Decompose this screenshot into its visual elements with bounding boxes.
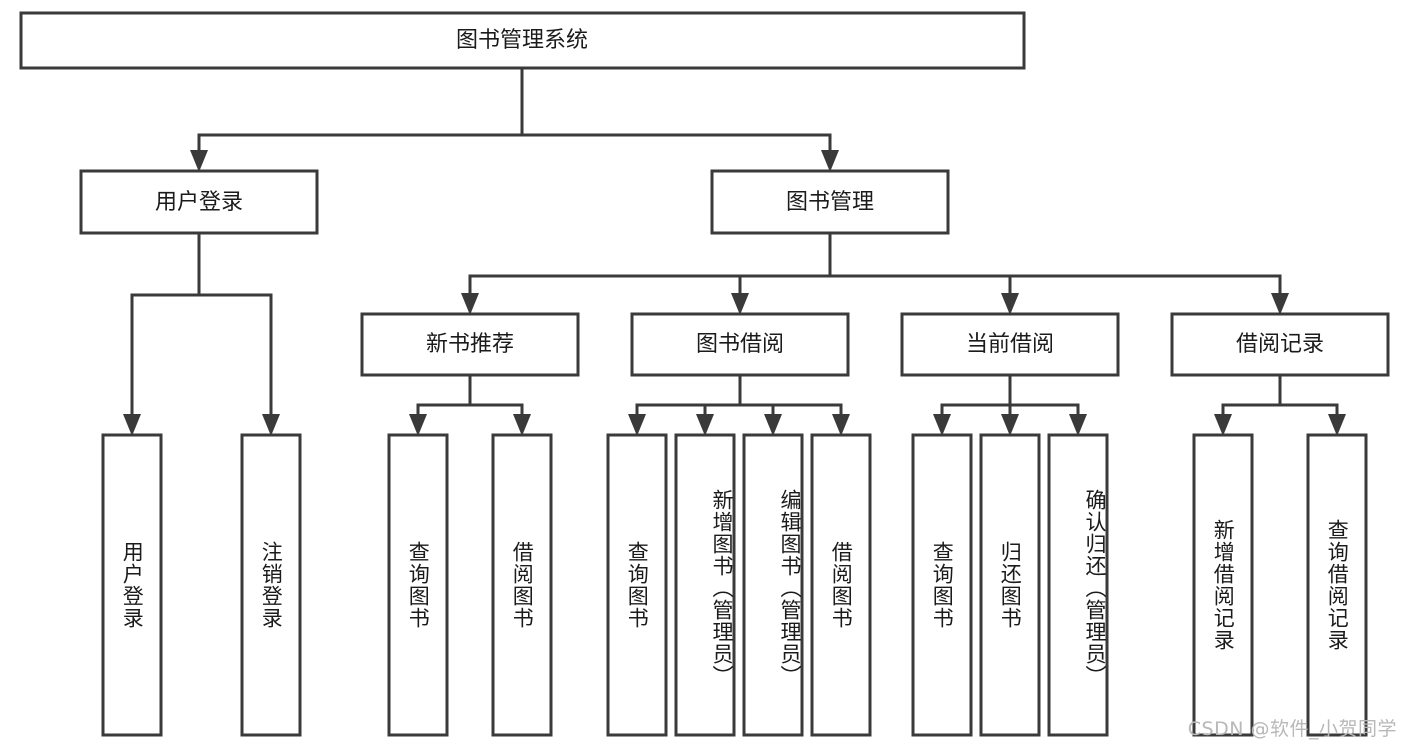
arrow-to-book-borrow-icon [731, 293, 749, 315]
arrow-leaf-current-borrow-3-icon [1069, 414, 1087, 436]
arrow-to-new-book-icon [461, 293, 479, 315]
leaf-user-login-1[interactable] [101, 433, 163, 737]
node-book-manage[interactable]: 图书管理 [710, 169, 950, 235]
leaf-borrow-record-2-box[interactable] [1306, 433, 1368, 737]
node-book-manage-box[interactable] [710, 169, 950, 235]
arrow-leaf-book-borrow-2-icon [696, 414, 714, 436]
node-borrow-record-box[interactable] [1170, 312, 1390, 377]
node-book-borrow-label: 图书借阅 [696, 332, 784, 357]
arrow-to-current-borrow-icon [1001, 293, 1019, 315]
leaf-current-borrow-3[interactable] [1047, 433, 1109, 737]
node-root-label: 图书管理系统 [456, 28, 588, 53]
leaf-book-borrow-4[interactable] [810, 433, 872, 737]
node-current-borrow-box[interactable] [900, 312, 1120, 377]
leaf-book-borrow-2[interactable] [674, 433, 736, 737]
leaf-new-book-1[interactable] [387, 433, 449, 737]
arrow-leaf-user-login-1-icon [123, 414, 141, 436]
arrow-to-book-manage-icon [821, 150, 839, 172]
leaf-book-borrow-4-box[interactable] [810, 433, 872, 737]
leaf-book-borrow-3-box[interactable] [742, 433, 804, 737]
leaf-user-login-2-box[interactable] [240, 433, 302, 737]
arrow-leaf-book-borrow-4-icon [832, 414, 850, 436]
leaf-current-borrow-2[interactable] [979, 433, 1041, 737]
leaf-current-borrow-3-box[interactable] [1047, 433, 1109, 737]
leaf-book-borrow-1[interactable] [606, 433, 668, 737]
node-new-book-recommend-box[interactable] [360, 312, 580, 377]
arrow-to-user-login-icon [190, 150, 208, 172]
node-borrow-record-label: 借阅记录 [1236, 332, 1324, 357]
arrow-leaf-book-borrow-1-icon [628, 414, 646, 436]
connector-layer [123, 66, 1346, 436]
csdn-watermark: CSDN @软件_小贺同学 [1187, 718, 1397, 740]
node-borrow-record[interactable]: 借阅记录 [1170, 312, 1390, 377]
arrow-to-borrow-record-icon [1271, 293, 1289, 315]
leaf-book-borrow-1-box[interactable] [606, 433, 668, 737]
arrow-leaf-current-borrow-2-icon [1001, 414, 1019, 436]
leaf-user-login-1-box[interactable] [101, 433, 163, 737]
arrow-leaf-book-borrow-3-icon [764, 414, 782, 436]
arrow-leaf-current-borrow-1-icon [933, 414, 951, 436]
node-current-borrow[interactable]: 当前借阅 [900, 312, 1120, 377]
leaf-new-book-2-box[interactable] [491, 433, 553, 737]
leaf-user-login-2[interactable] [240, 433, 302, 737]
leaf-book-borrow-2-box[interactable] [674, 433, 736, 737]
node-user-login-label: 用户登录 [155, 190, 243, 215]
node-current-borrow-label: 当前借阅 [966, 332, 1054, 357]
node-new-book-recommend[interactable]: 新书推荐 [360, 312, 580, 377]
arrow-leaf-borrow-record-2-icon [1328, 414, 1346, 436]
arrow-leaf-new-book-1-icon [409, 414, 427, 436]
node-root-box[interactable] [19, 11, 1026, 70]
node-user-login-box[interactable] [79, 169, 319, 235]
node-book-manage-label: 图书管理 [786, 190, 874, 215]
node-new-book-recommend-label: 新书推荐 [426, 332, 514, 357]
leaf-borrow-record-1-box[interactable] [1192, 433, 1254, 737]
leaf-current-borrow-1-box[interactable] [911, 433, 973, 737]
leaf-borrow-record-2[interactable] [1306, 433, 1368, 737]
arrow-leaf-user-login-2-icon [262, 414, 280, 436]
node-book-borrow-box[interactable] [630, 312, 850, 377]
node-root[interactable]: 图书管理系统 [19, 11, 1026, 70]
leaf-borrow-record-1[interactable] [1192, 433, 1254, 737]
leaf-new-book-2[interactable] [491, 433, 553, 737]
node-book-borrow[interactable]: 图书借阅 [630, 312, 850, 377]
node-user-login[interactable]: 用户登录 [79, 169, 319, 235]
leaf-current-borrow-2-box[interactable] [979, 433, 1041, 737]
arrow-leaf-new-book-2-icon [513, 414, 531, 436]
arrow-leaf-borrow-record-1-icon [1214, 414, 1232, 436]
leaf-current-borrow-1[interactable] [911, 433, 973, 737]
leaf-new-book-1-box[interactable] [387, 433, 449, 737]
leaf-book-borrow-3[interactable] [742, 433, 804, 737]
